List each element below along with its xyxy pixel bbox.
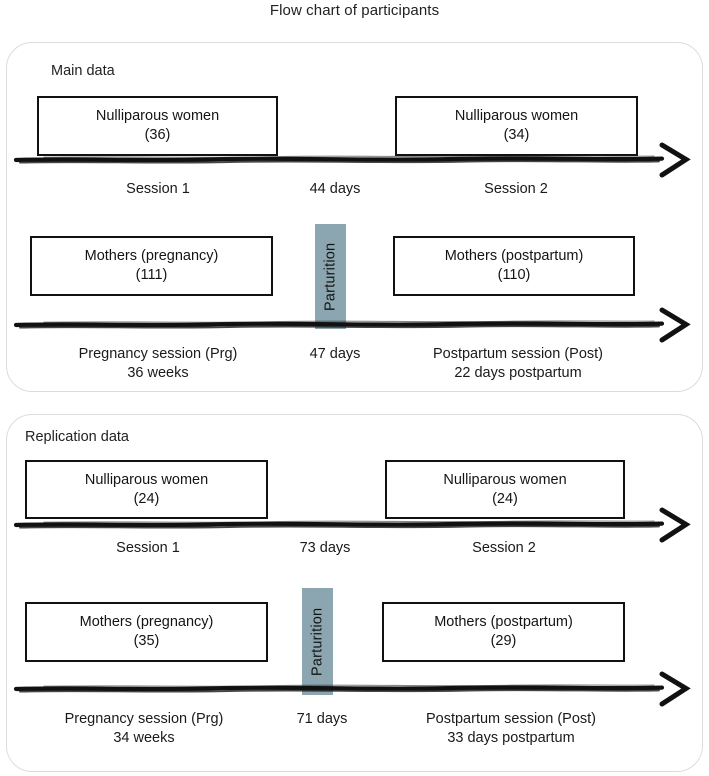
node-box-count: (110) [497,267,531,283]
node-box-replication-mothers-postpartum: Mothers (postpartum) (29) [382,602,625,662]
caption-main-nulliparous-interval: 44 days [282,180,388,199]
caption-line-1: Session 2 [484,181,548,197]
node-box-label: Nulliparous women [443,471,567,488]
node-box-label: Mothers (pregnancy) [84,248,219,264]
caption-replication-mothers-right: Postpartum session (Post) 33 days postpa… [388,710,634,748]
caption-replication-mothers-left: Pregnancy session (Prg) 34 weeks [28,710,260,748]
caption-line-2: 36 weeks [127,365,189,381]
node-box-label: Nulliparous women [95,108,220,124]
node-box-replication-mothers-pregnancy: Mothers (pregnancy) (35) [25,602,268,662]
caption-line-1: Pregnancy session (Prg) [64,711,224,727]
parturition-marker-replication: Parturition [302,588,333,695]
caption-line-1: 73 days [299,540,351,556]
node-box-label: Nulliparous women [84,471,209,488]
node-box-main-nulliparous-session1: Nulliparous women (36) [37,96,278,156]
node-box-main-mothers-postpartum: Mothers (postpartum) (110) [393,236,635,296]
caption-line-2: 33 days postpartum [447,730,575,746]
caption-main-nulliparous-right: Session 2 [440,180,592,199]
node-box-replication-nulliparous-session2: Nulliparous women (24) [385,460,625,519]
caption-line-1: Pregnancy session (Prg) [78,346,238,362]
node-box-main-mothers-pregnancy: Mothers (pregnancy) (111) [30,236,273,296]
caption-main-mothers-left: Pregnancy session (Prg) 36 weeks [42,345,274,383]
node-box-label: Mothers (pregnancy) [79,614,214,630]
caption-replication-mothers-interval: 71 days [272,710,372,729]
caption-replication-nulliparous-interval: 73 days [272,539,378,558]
node-box-replication-nulliparous-session1: Nulliparous women (24) [25,460,268,519]
node-box-count: (36) [144,127,171,143]
page-title: Flow chart of participants [269,2,440,19]
caption-line-2: 34 weeks [113,730,175,746]
panel-heading-replication-data: Replication data [25,429,129,445]
node-box-count: (35) [133,633,160,649]
caption-line-1: 44 days [309,181,361,197]
caption-line-2: 22 days postpartum [454,365,582,381]
node-box-count: (24) [492,490,518,507]
caption-replication-nulliparous-left: Session 1 [70,539,226,558]
caption-main-mothers-interval: 47 days [285,345,385,364]
caption-main-mothers-right: Postpartum session (Post) 22 days postpa… [395,345,641,383]
node-box-count: (34) [503,127,530,143]
caption-line-1: 71 days [296,711,348,727]
caption-line-1: Session 1 [116,540,180,556]
panel-heading-main-data: Main data [51,63,115,79]
node-box-main-nulliparous-session2: Nulliparous women (34) [395,96,638,156]
parturition-marker-main: Parturition [315,224,346,329]
caption-line-1: Postpartum session (Post) [425,711,597,727]
caption-line-1: Postpartum session (Post) [432,346,604,362]
node-box-label: Mothers (postpartum) [444,248,584,264]
caption-line-1: Session 1 [126,181,190,197]
node-box-label: Mothers (postpartum) [434,614,573,630]
caption-replication-nulliparous-right: Session 2 [428,539,580,558]
node-box-count: (24) [133,490,160,507]
node-box-count: (111) [135,267,168,283]
caption-main-nulliparous-left: Session 1 [80,180,236,199]
panel-main-data [6,42,703,392]
node-box-count: (29) [490,633,517,649]
caption-line-1: Session 2 [472,540,536,556]
caption-line-1: 47 days [309,346,361,362]
node-box-label: Nulliparous women [454,108,579,124]
